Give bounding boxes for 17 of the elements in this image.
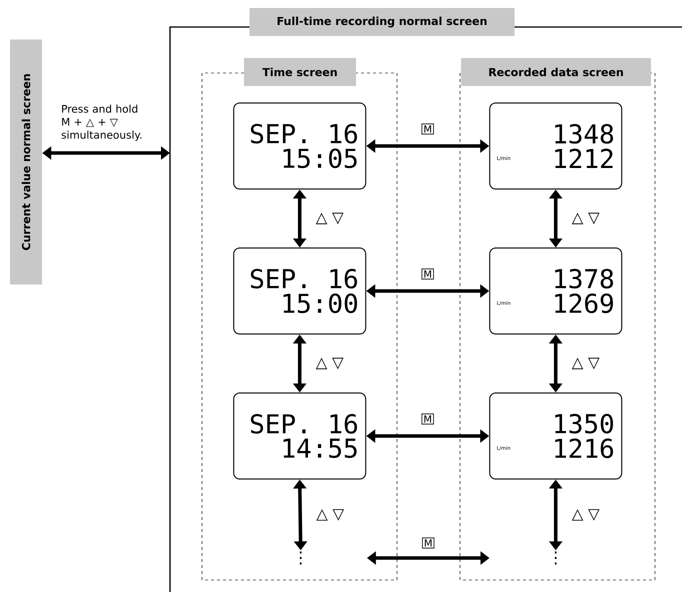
continuation-dots: ⋮ <box>554 552 557 564</box>
lcd-screen: SEP. 16 14:55 <box>233 392 366 480</box>
lcd-screen: SEP. 16 15:00 <box>233 248 366 334</box>
edge-label: △ ▽ <box>316 212 344 224</box>
edge-label: Press and hold M + △ + ▽ simultaneously. <box>62 104 142 141</box>
edge-label: M <box>422 538 434 548</box>
edge-label: △ ▽ <box>572 509 600 521</box>
edge-label: △ ▽ <box>572 358 600 370</box>
mode-band: Current value normal screen <box>10 40 42 284</box>
edge-label: △ ▽ <box>316 358 344 370</box>
continuation-dots: ⋮ <box>300 552 302 564</box>
edge-label: M <box>422 268 434 280</box>
edge-label: △ ▽ <box>572 212 600 224</box>
lcd-screen: SEP. 16 15:05 <box>233 102 366 190</box>
edge-label: M <box>422 414 434 424</box>
edge-label: M <box>422 124 434 134</box>
edge-label: △ ▽ <box>316 509 344 521</box>
